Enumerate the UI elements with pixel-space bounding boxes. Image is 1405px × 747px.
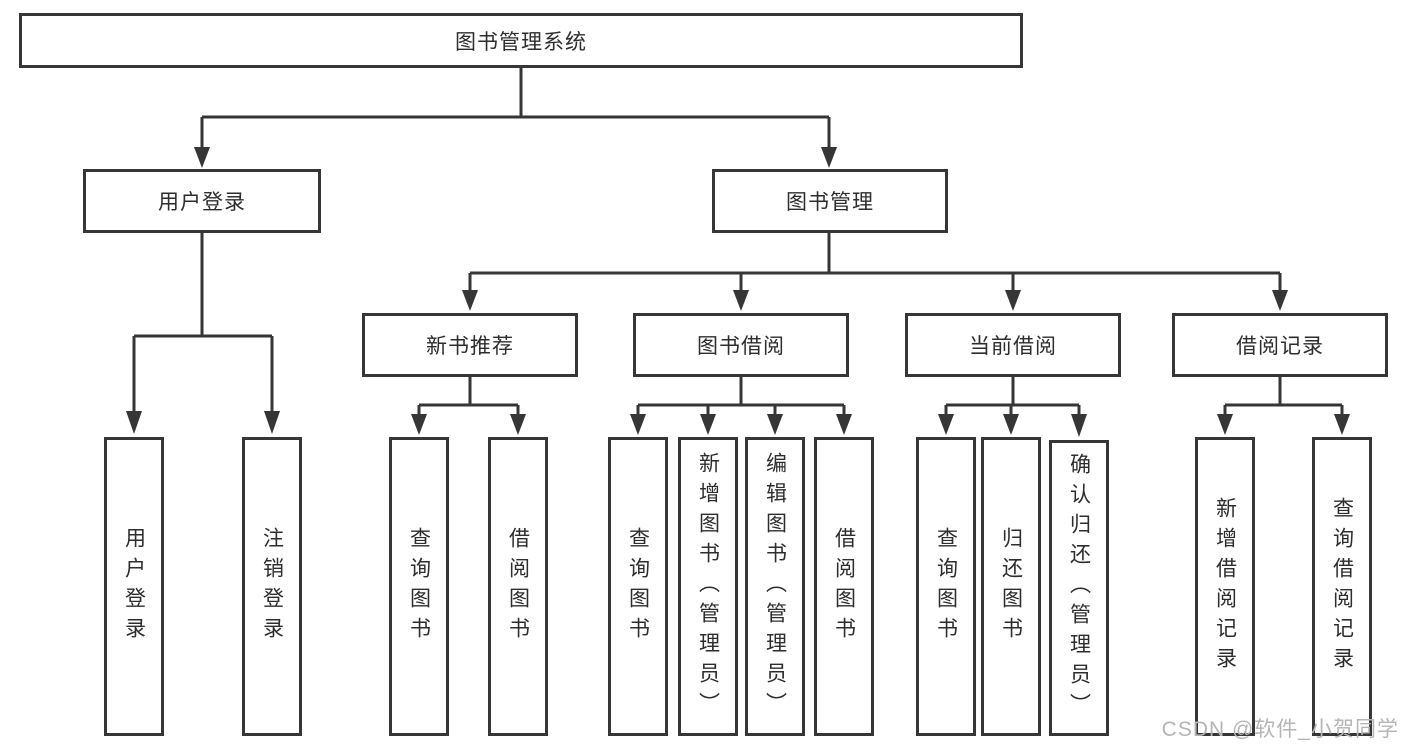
arrowhead (767, 414, 783, 435)
node-label: 借阅记录 (1236, 335, 1324, 358)
node-label: 编辑图书（管理员） (763, 451, 787, 722)
node-label: 查询图书 (626, 526, 650, 647)
edge-borrow-records-split (1223, 377, 1344, 415)
node-user-login: 用户登录 (104, 437, 164, 736)
node-cb-query-books: 查询图书 (916, 437, 976, 736)
node-label: 图书借阅 (697, 335, 785, 358)
arrowhead (1272, 290, 1288, 311)
arrowhead (411, 414, 427, 435)
node-label: 新增图书（管理员） (696, 451, 720, 722)
node-bb-query-books: 查询图书 (608, 437, 668, 736)
csdn-watermark: CSDN @软件_小贺同学 (1161, 718, 1399, 741)
node-label: 新书推荐 (426, 335, 514, 358)
node-borrow-records: 借阅记录 (1172, 313, 1388, 377)
node-bb-borrow-books: 借阅图书 (814, 437, 874, 736)
node-book-management-group: 图书管理 (712, 169, 948, 233)
node-logout: 注销登录 (242, 437, 302, 736)
node-label: 当前借阅 (969, 335, 1057, 358)
node-label: 查询图书 (407, 526, 431, 647)
node-br-query-record: 查询借阅记录 (1312, 437, 1372, 736)
arrowhead (126, 411, 142, 434)
arrowhead (264, 411, 280, 434)
node-label: 借阅图书 (506, 526, 530, 647)
arrowhead (733, 290, 749, 311)
arrowhead (836, 414, 852, 435)
edge-book-borrow-split (636, 377, 846, 415)
arrowhead (938, 414, 954, 435)
node-nbr-borrow-books: 借阅图书 (488, 437, 548, 736)
node-label: 注销登录 (260, 526, 284, 647)
node-label: 借阅图书 (832, 526, 856, 647)
arrowhead (700, 414, 716, 435)
arrowhead (194, 147, 210, 168)
node-label: 图书管理系统 (455, 30, 587, 54)
arrowhead (1217, 414, 1233, 435)
arrowhead (462, 290, 478, 311)
node-current-borrow: 当前借阅 (905, 313, 1121, 377)
node-bb-add-books-admin: 新增图书（管理员） (678, 437, 738, 736)
node-nbr-query-books: 查询图书 (389, 437, 449, 736)
edge-user-login-split (132, 233, 274, 412)
arrowhead (1005, 290, 1021, 311)
node-book-borrow: 图书借阅 (633, 313, 849, 377)
node-cb-return-books: 归还图书 (981, 437, 1041, 736)
edge-current-borrow-split (944, 377, 1081, 415)
node-cb-confirm-return-admin: 确认归还（管理员） (1049, 440, 1109, 736)
node-library-management-system: 图书管理系统 (19, 13, 1023, 68)
edge-book-mgmt-split (468, 233, 1282, 291)
arrowhead (510, 414, 526, 435)
arrowhead (1003, 414, 1019, 435)
node-label: 查询图书 (934, 526, 958, 647)
node-label: 新增借阅记录 (1213, 496, 1237, 677)
node-br-add-record: 新增借阅记录 (1195, 437, 1255, 736)
node-bb-edit-books-admin: 编辑图书（管理员） (745, 437, 805, 736)
edge-root-to-level2 (200, 67, 831, 148)
arrowhead (1334, 414, 1350, 435)
arrowhead (630, 414, 646, 435)
edge-new-book-split (417, 377, 520, 415)
node-user-login-group: 用户登录 (83, 169, 321, 233)
node-label: 图书管理 (786, 191, 874, 214)
node-label: 确认归还（管理员） (1067, 453, 1091, 723)
node-label: 归还图书 (999, 526, 1023, 647)
node-label: 用户登录 (122, 526, 146, 647)
arrowhead (1071, 414, 1087, 437)
node-label: 用户登录 (158, 191, 246, 214)
node-new-book-recommend: 新书推荐 (362, 313, 578, 377)
node-label: 查询借阅记录 (1330, 496, 1354, 677)
arrowhead (821, 147, 837, 168)
